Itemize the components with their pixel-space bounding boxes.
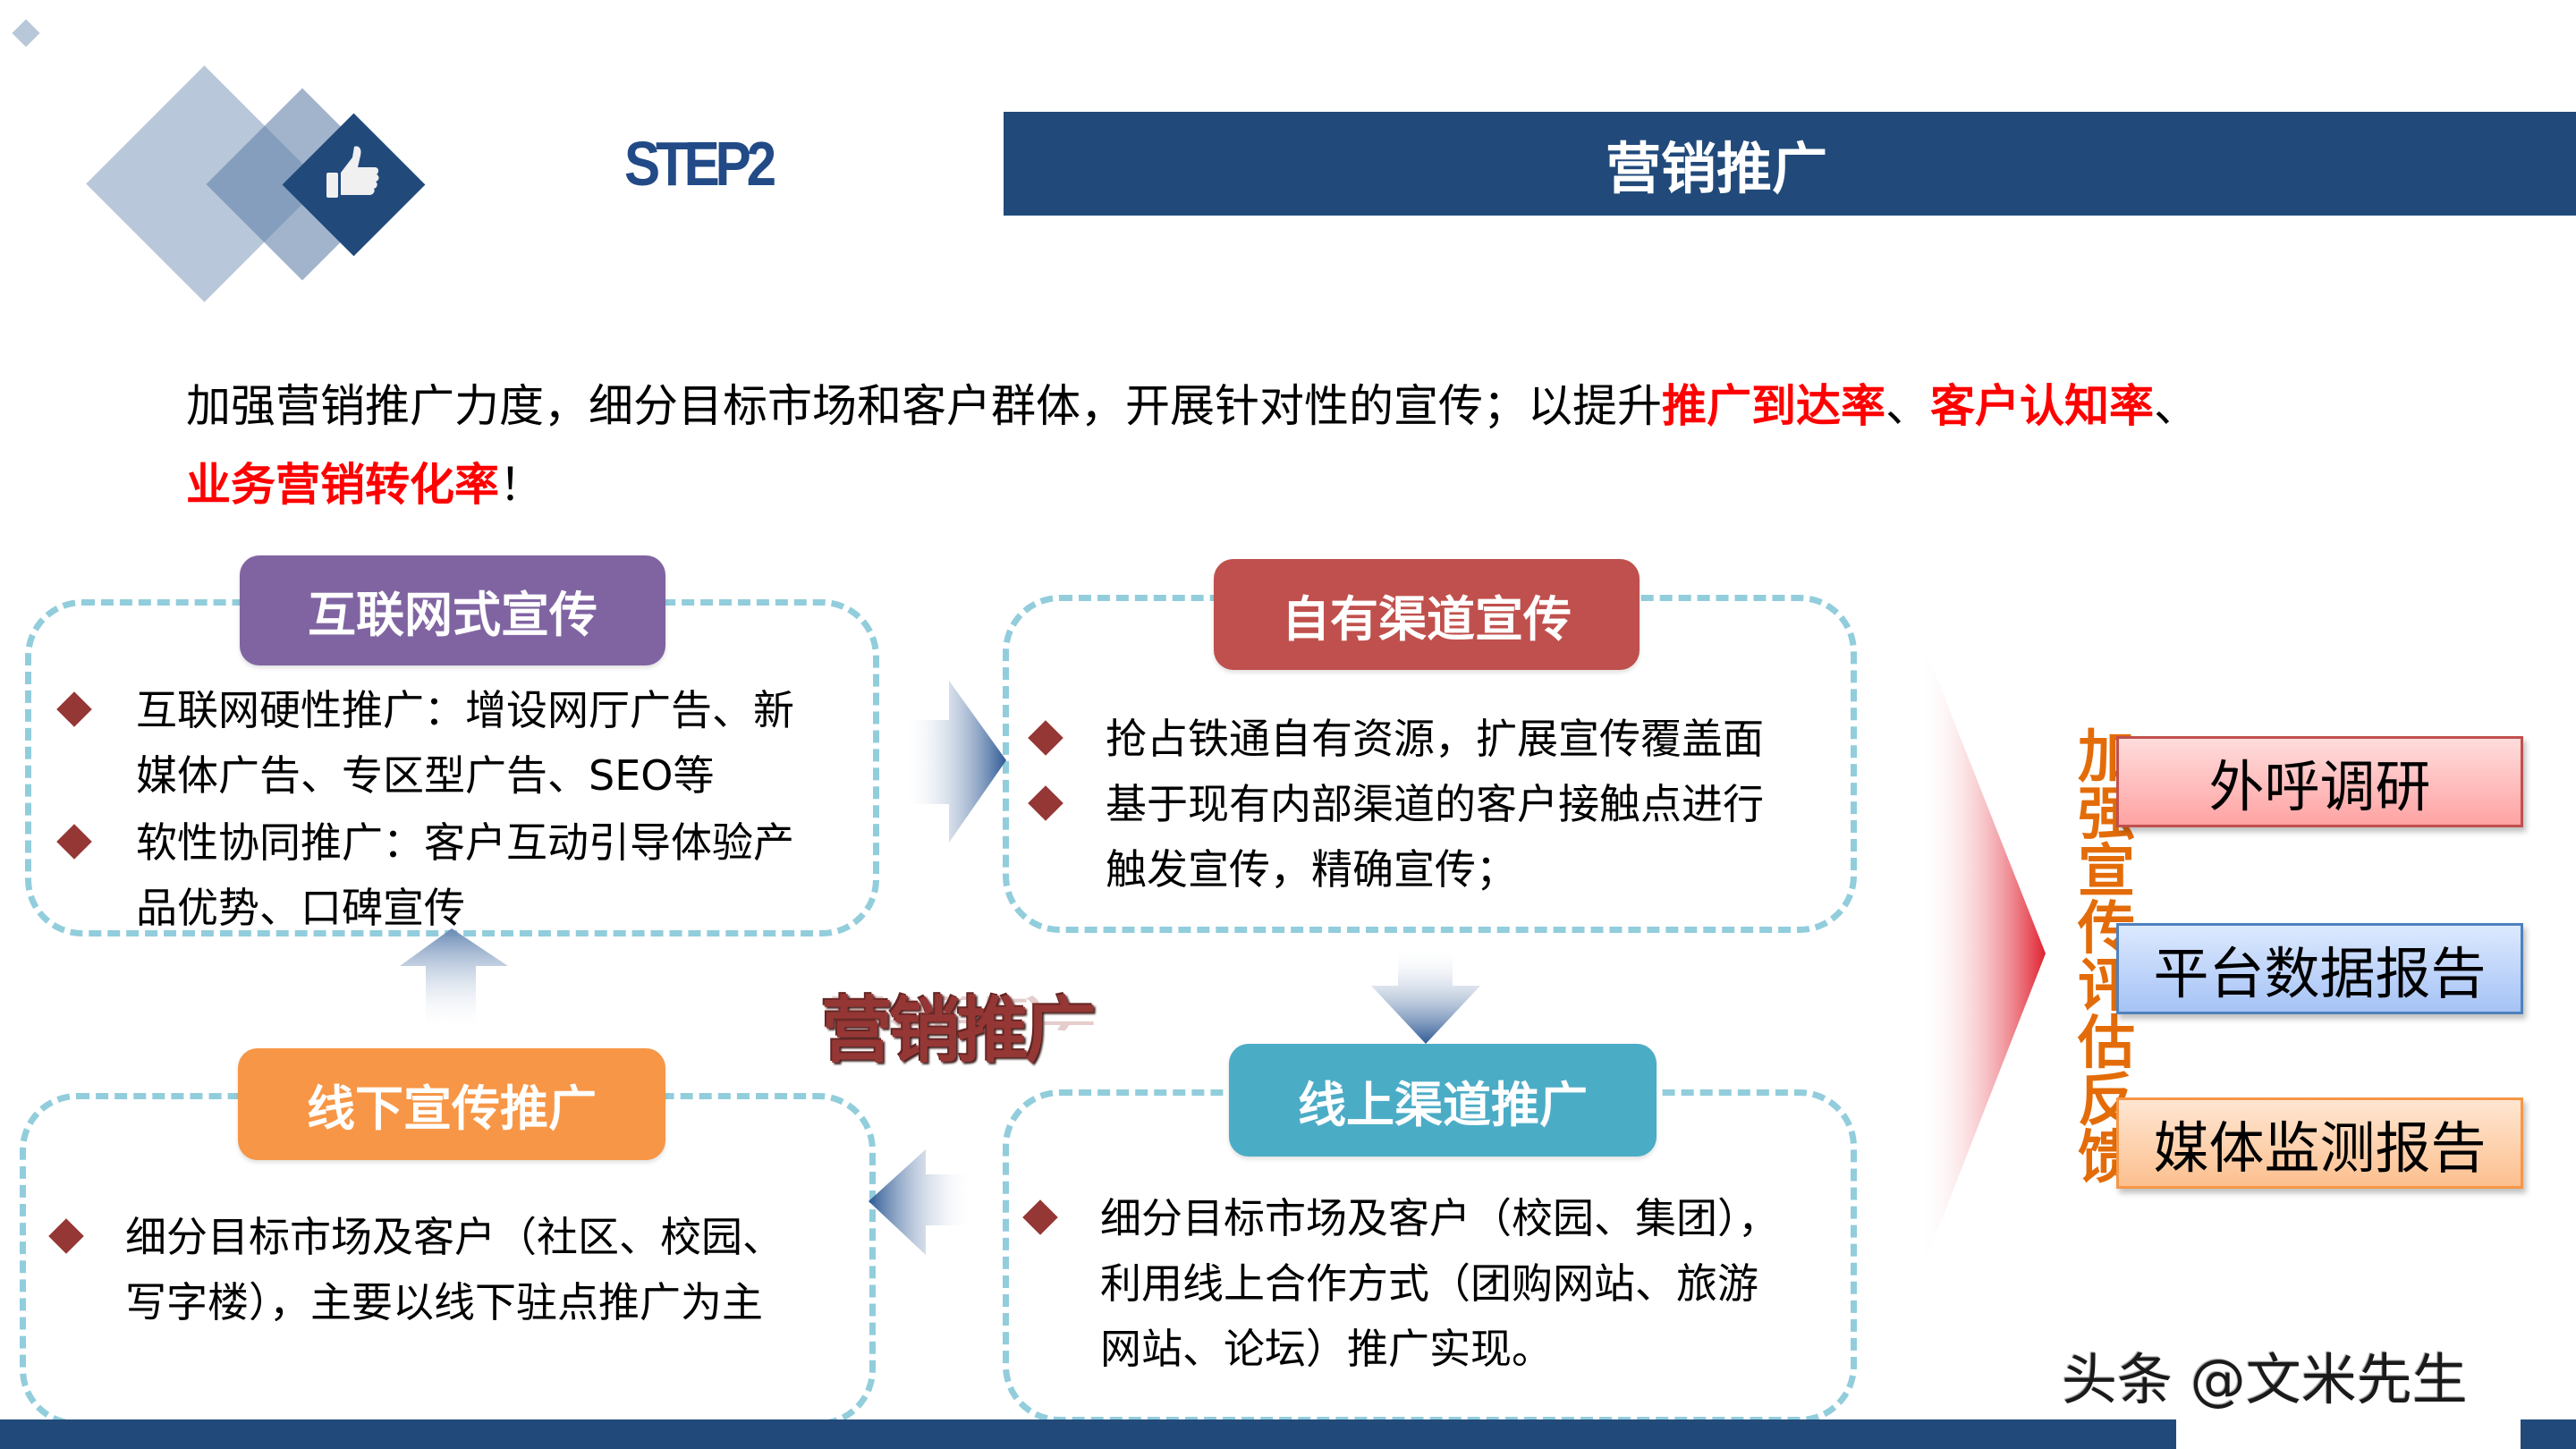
page-title: 营销推广: [1605, 136, 1827, 201]
list-item: 基于现有内部渠道的客户接触点进行: [1106, 780, 1764, 828]
header-bar: 营销推广: [1004, 112, 2576, 216]
separator: 、: [2154, 380, 2199, 432]
list-item: 利用线上合作方式（团购网站、旅游: [1100, 1259, 1758, 1308]
list-item: 品优势、口碑宣传: [136, 884, 465, 932]
small-diamond-decoration: [12, 19, 40, 47]
feedback-item-platform-data: 平台数据报告: [2116, 923, 2523, 1014]
exclamation: ！: [499, 459, 544, 511]
highlight-awareness-rate: 客户认知率: [1930, 380, 2154, 432]
feedback-item-media-monitor: 媒体监测报告: [2116, 1097, 2523, 1189]
list-item: 触发宣传，精确宣传；: [1106, 845, 1517, 894]
thumbs-up-icon: [326, 146, 379, 198]
card-title-text: 线下宣传推广: [307, 1080, 597, 1137]
arrow-right-icon: [903, 681, 1006, 843]
intro-line-2: 业务营销转化率！: [186, 458, 544, 512]
list-item: 细分目标市场及客户（社区、校园、: [125, 1213, 784, 1261]
feedback-item-call-survey: 外呼调研: [2116, 736, 2523, 827]
list-item: 写字楼），主要以线下驻点推广为主: [125, 1278, 763, 1326]
center-label: 营销推广: [821, 989, 1097, 1072]
card-title-text: 自有渠道宣传: [1282, 590, 1572, 648]
card-title-text: 线上渠道推广: [1298, 1076, 1588, 1133]
list-item: 软性协同推广：客户互动引导体验产: [136, 818, 794, 867]
center-label-reflection: 营销推广: [821, 991, 1093, 1034]
list-item: 互联网硬性推广：增设网厅广告、新: [136, 686, 794, 734]
highlight-conversion-rate: 业务营销转化率: [186, 459, 499, 511]
list-item: 抢占铁通自有资源，扩展宣传覆盖面: [1106, 715, 1764, 763]
highlight-reach-rate: 推广到达率: [1662, 380, 1885, 432]
arrow-down-icon: [1371, 946, 1480, 1044]
arrow-up-icon: [400, 928, 508, 1031]
watermark: 头条 @文米先生: [2062, 1347, 2468, 1412]
bottom-bar-right: [2521, 1419, 2576, 1449]
step-label: STEP2: [624, 129, 776, 199]
list-item: 媒体广告、专区型广告、SEO等: [136, 751, 715, 800]
card-own-channel-title: 自有渠道宣传: [1214, 559, 1640, 670]
card-online-title: 线上渠道推广: [1229, 1044, 1657, 1157]
feedback-chevron-icon: [1919, 634, 2046, 1276]
separator: 、: [1885, 380, 1930, 432]
list-item: 细分目标市场及客户（校园、集团），: [1100, 1194, 1779, 1242]
card-title-text: 互联网式宣传: [308, 587, 597, 643]
bottom-bar-left: [0, 1419, 2176, 1449]
feedback-item-label: 平台数据报告: [2153, 941, 2487, 1006]
feedback-item-label: 媒体监测报告: [2153, 1115, 2487, 1181]
arrow-left-icon: [869, 1149, 973, 1255]
list-item: 网站、论坛）推广实现。: [1100, 1325, 1553, 1373]
card-internet-title: 互联网式宣传: [240, 555, 665, 665]
card-offline-title: 线下宣传推广: [238, 1048, 665, 1160]
intro-text: 加强营销推广力度，细分目标市场和客户群体，开展针对性的宣传；以提升: [186, 380, 1662, 432]
intro-line-1: 加强营销推广力度，细分目标市场和客户群体，开展针对性的宣传；以提升推广到达率、客…: [186, 379, 2199, 433]
feedback-item-label: 外呼调研: [2208, 754, 2431, 819]
